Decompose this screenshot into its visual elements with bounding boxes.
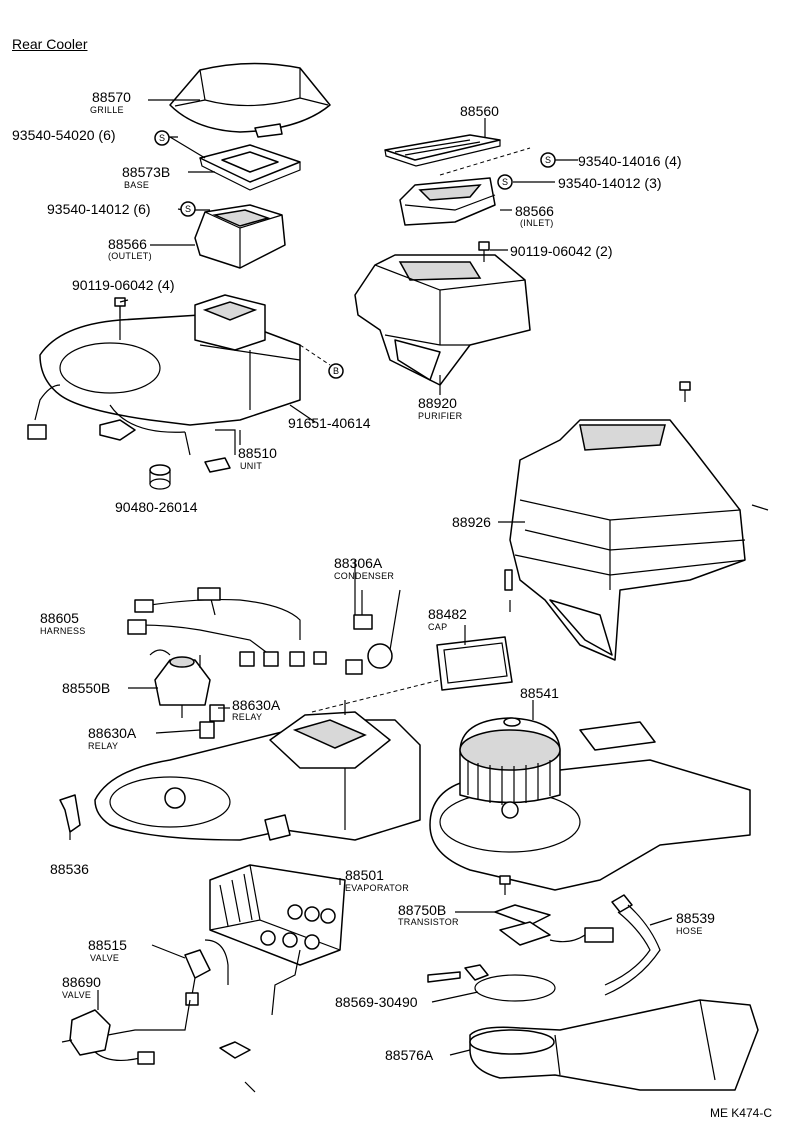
- label-88482-name: CAP: [428, 622, 448, 632]
- clamp-part: [427, 964, 556, 1002]
- s-symbol: S: [185, 204, 192, 214]
- label-93540-14016: 93540-14016 (4): [578, 153, 682, 169]
- label-88605: 88605: [40, 610, 79, 626]
- label-88573b-name: BASE: [124, 180, 150, 190]
- label-93540-54020: 93540-54020 (6): [12, 127, 116, 143]
- cap-part: [436, 636, 513, 691]
- harness-part: [127, 587, 327, 667]
- evaporator-part: [209, 864, 346, 1016]
- label-88501: 88501: [345, 867, 384, 883]
- label-88482: 88482: [428, 606, 467, 622]
- label-90119-06042-4: 90119-06042 (4): [72, 277, 175, 293]
- label-88690: 88690: [62, 974, 101, 990]
- housing-88926-part: [509, 419, 746, 661]
- label-88541: 88541: [520, 685, 559, 701]
- label-88750b: 88750B: [398, 902, 447, 918]
- purifier-part: [354, 254, 531, 386]
- label-88690-name: VALVE: [62, 990, 92, 1000]
- valve-88515-part: [184, 939, 229, 1006]
- label-88539-name: HOSE: [676, 926, 703, 936]
- label-88570: 88570: [92, 89, 131, 105]
- label-88501-name: EVAPORATOR: [345, 883, 410, 893]
- label-88576a: 88576A: [385, 1047, 434, 1063]
- label-88306a-name: CONDENSER: [334, 571, 395, 581]
- s-symbol: S: [502, 177, 509, 187]
- valve-88690-part: [61, 999, 191, 1065]
- label-88630a-1: 88630A: [232, 697, 281, 713]
- lower-unit-part: [94, 700, 421, 841]
- label-88750b-name: TRANSISTOR: [398, 917, 459, 927]
- label-88560: 88560: [460, 103, 499, 119]
- s-symbol: S: [159, 133, 166, 143]
- diagram-code: ME K474-C: [709, 1106, 772, 1120]
- bolt-parts: [114, 241, 769, 895]
- s-symbol: S: [545, 155, 552, 165]
- label-90119-06042-2: 90119-06042 (2): [510, 243, 613, 259]
- label-88630a-2-name: RELAY: [88, 741, 119, 751]
- label-88515: 88515: [88, 937, 127, 953]
- label-88630a-2: 88630A: [88, 725, 137, 741]
- motor-88550b-part: [149, 649, 211, 718]
- label-88926: 88926: [452, 514, 491, 530]
- label-88630a-1-name: RELAY: [232, 712, 263, 722]
- hose-part: [604, 894, 661, 996]
- grommet-part: [149, 464, 171, 490]
- label-90480-26014: 90480-26014: [115, 499, 198, 515]
- label-91651-40614: 91651-40614: [288, 415, 371, 431]
- label-93540-14012-6: 93540-14012 (6): [47, 201, 151, 217]
- label-88550b: 88550B: [62, 680, 111, 696]
- b-symbol: B: [333, 366, 340, 376]
- label-88573b: 88573B: [122, 164, 171, 180]
- unit-88510-part: [27, 294, 301, 473]
- label-88605-name: HARNESS: [40, 626, 86, 636]
- label-88539: 88539: [676, 910, 715, 926]
- outlet-part: [194, 204, 286, 269]
- diagram-title: Rear Cooler: [12, 36, 88, 52]
- label-88920: 88920: [418, 395, 457, 411]
- inlet-part: [399, 177, 496, 226]
- symbol-markers: [154, 130, 556, 379]
- duct-part: [469, 999, 759, 1091]
- label-88510-name: UNIT: [240, 461, 263, 471]
- label-88566-inlet-name: (INLET): [520, 218, 554, 228]
- label-88566-outlet: 88566: [108, 236, 147, 252]
- label-88570-name: GRILLE: [90, 105, 124, 115]
- label-88536: 88536: [50, 861, 89, 877]
- label-88566-inlet: 88566: [515, 203, 554, 219]
- bracket-88536-part: [59, 794, 81, 833]
- label-88569-30490: 88569-30490: [335, 994, 418, 1010]
- filter-88560-part: [384, 134, 501, 167]
- grille-part: [169, 62, 331, 138]
- label-88306a: 88306A: [334, 555, 383, 571]
- condenser-part: [345, 589, 401, 675]
- transistor-part: [494, 904, 614, 946]
- label-88515-name: VALVE: [90, 953, 120, 963]
- label-88566-outlet-name: (OUTLET): [108, 251, 152, 261]
- label-88510: 88510: [238, 445, 277, 461]
- base-part: [199, 144, 301, 191]
- clip-parts: [219, 1041, 256, 1093]
- label-88920-name: PURIFIER: [418, 411, 463, 421]
- relay-parts: [199, 704, 225, 739]
- blower-part: [429, 717, 751, 891]
- label-93540-14012-3: 93540-14012 (3): [558, 175, 662, 191]
- leader-lines: [69, 99, 673, 1056]
